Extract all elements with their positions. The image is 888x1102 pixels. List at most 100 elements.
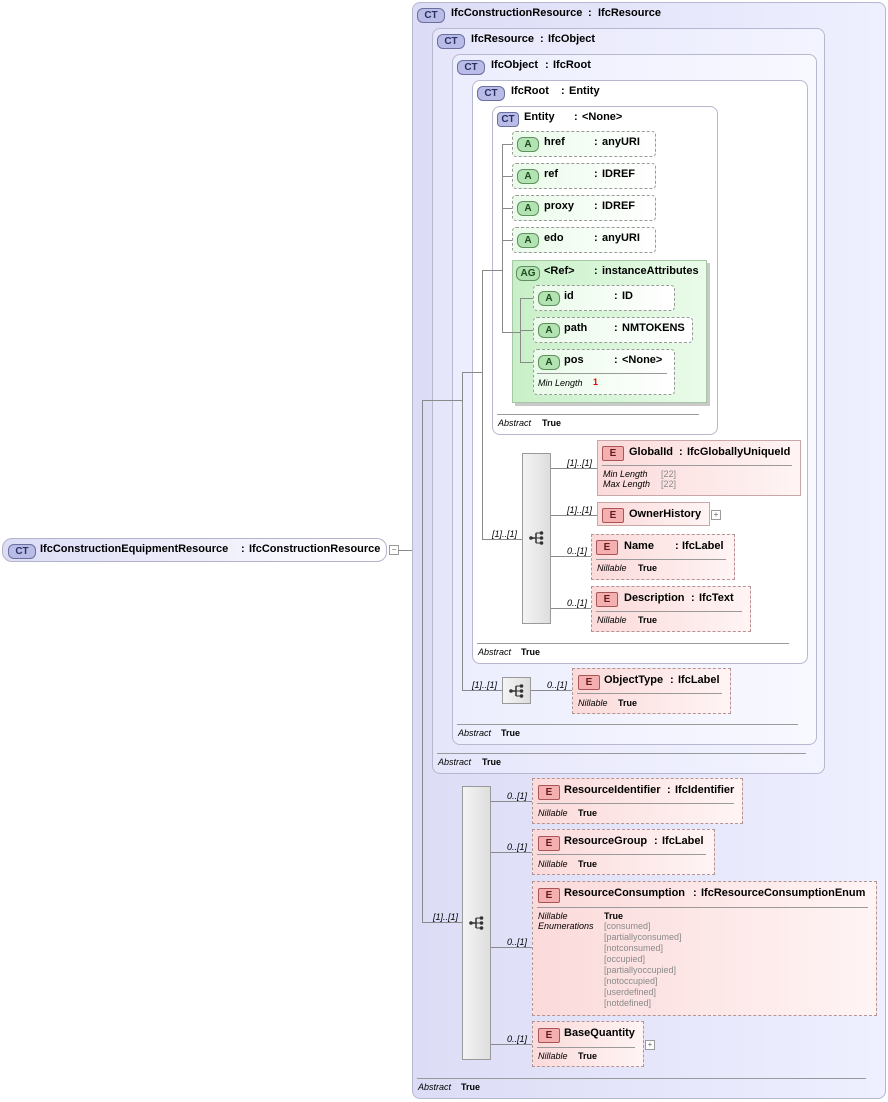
nillable-value: True bbox=[604, 911, 624, 921]
occurrence-label: 0..[1] bbox=[507, 842, 528, 852]
root-element-name: IfcConstructionEquipmentResource bbox=[40, 543, 229, 555]
occurrence-label: 0..[1] bbox=[507, 1034, 528, 1044]
abstract-label: Abstract bbox=[498, 418, 532, 428]
enumerations-label: Enumerations bbox=[538, 921, 594, 931]
facet-value: 1 bbox=[593, 377, 599, 387]
connector bbox=[502, 332, 520, 333]
attribute-name: href bbox=[544, 136, 565, 148]
element-name: Description bbox=[624, 592, 685, 604]
root-element-colon: : bbox=[241, 543, 245, 555]
connector bbox=[482, 539, 522, 540]
nillable-value: True bbox=[638, 563, 658, 573]
attribute-type: NMTOKENS bbox=[622, 322, 685, 334]
type-base: Entity bbox=[569, 85, 600, 97]
abstract-label: Abstract bbox=[438, 757, 472, 767]
connector bbox=[491, 852, 532, 853]
type-name: IfcConstructionResource bbox=[451, 7, 583, 19]
element-colon: : bbox=[667, 784, 671, 796]
type-name: IfcResource bbox=[471, 33, 534, 45]
element-resourcegroup[interactable] bbox=[532, 829, 715, 875]
separator bbox=[497, 414, 699, 415]
connector bbox=[502, 208, 512, 209]
facet-label: Min Length bbox=[603, 469, 648, 479]
occurrence-label: 0..[1] bbox=[567, 546, 588, 556]
connector bbox=[422, 922, 462, 923]
nillable-value: True bbox=[578, 1051, 598, 1061]
type-name: IfcRoot bbox=[511, 85, 549, 97]
connector bbox=[551, 468, 597, 469]
nillable-value: True bbox=[638, 615, 658, 625]
attribute-group-type: instanceAttributes bbox=[602, 265, 699, 277]
complex-type-icon: CT bbox=[417, 8, 445, 23]
attribute-icon: A bbox=[538, 291, 560, 306]
element-name: ResourceConsumption bbox=[564, 887, 686, 899]
attribute-type: <None> bbox=[622, 354, 663, 366]
element-colon: : bbox=[654, 835, 658, 847]
enum-value: [notdefined] bbox=[604, 998, 652, 1008]
sequence-icon bbox=[509, 683, 525, 699]
occurrence-label: [1]..[1] bbox=[433, 912, 459, 922]
attribute-name: pos bbox=[564, 354, 584, 366]
occurrence-label: [1]..[1] bbox=[492, 529, 518, 539]
nillable-label: Nillable bbox=[597, 615, 627, 625]
element-icon: E bbox=[602, 446, 624, 461]
expand-icon[interactable]: + bbox=[711, 510, 721, 520]
occurrence-label: 0..[1] bbox=[567, 598, 588, 608]
abstract-value: True bbox=[482, 757, 502, 767]
attribute-icon: A bbox=[517, 201, 539, 216]
type-colon: : bbox=[574, 111, 578, 123]
enum-value: [notconsumed] bbox=[604, 943, 664, 953]
element-type: IfcLabel bbox=[682, 540, 724, 552]
element-name: ResourceGroup bbox=[564, 835, 648, 847]
attribute-type: anyURI bbox=[602, 136, 640, 148]
attribute-name: proxy bbox=[544, 200, 574, 212]
abstract-value: True bbox=[542, 418, 562, 428]
element-type: IfcIdentifier bbox=[675, 784, 735, 796]
nillable-label: Nillable bbox=[538, 1051, 568, 1061]
connector bbox=[462, 372, 482, 373]
complex-type-icon: CT bbox=[457, 60, 485, 75]
separator bbox=[417, 1078, 866, 1079]
root-element-box[interactable]: CT IfcConstructionEquipmentResource : If… bbox=[2, 538, 387, 562]
connector bbox=[462, 372, 463, 690]
connector bbox=[520, 298, 533, 299]
element-name: OwnerHistory bbox=[629, 508, 702, 520]
nillable-label: Nillable bbox=[578, 698, 608, 708]
separator bbox=[537, 373, 667, 374]
element-resourceconsumption[interactable] bbox=[532, 881, 877, 1016]
complex-type-icon: CT bbox=[8, 544, 36, 559]
element-icon: E bbox=[578, 675, 600, 690]
type-base: <None> bbox=[582, 111, 623, 123]
element-type: IfcText bbox=[699, 592, 734, 604]
separator bbox=[537, 803, 734, 804]
expand-icon[interactable]: + bbox=[645, 1040, 655, 1050]
element-name: Name bbox=[624, 540, 654, 552]
element-type: IfcLabel bbox=[678, 674, 720, 686]
facet-label: Max Length bbox=[603, 479, 651, 489]
connector bbox=[520, 330, 533, 331]
occurrence-label: 0..[1] bbox=[507, 937, 528, 947]
separator bbox=[602, 465, 792, 466]
element-colon: : bbox=[675, 540, 679, 552]
connector bbox=[398, 550, 422, 551]
connector bbox=[531, 690, 572, 691]
type-base: IfcObject bbox=[548, 33, 596, 45]
connector bbox=[462, 690, 502, 691]
type-colon: : bbox=[561, 85, 565, 97]
element-icon: E bbox=[538, 1028, 560, 1043]
separator bbox=[457, 724, 798, 725]
element-icon: E bbox=[538, 836, 560, 851]
element-name: ObjectType bbox=[604, 674, 664, 686]
element-icon: E bbox=[538, 888, 560, 903]
type-colon: : bbox=[588, 7, 592, 19]
attribute-type: anyURI bbox=[602, 232, 640, 244]
attribute-name: edo bbox=[544, 232, 564, 244]
type-colon: : bbox=[545, 59, 549, 71]
element-globalid[interactable] bbox=[597, 440, 801, 496]
nillable-value: True bbox=[578, 859, 598, 869]
connector bbox=[551, 515, 597, 516]
occurrence-label: [1]..[1] bbox=[567, 505, 593, 515]
attribute-name: path bbox=[564, 322, 588, 334]
separator bbox=[537, 1047, 635, 1048]
element-resourceidentifier[interactable] bbox=[532, 778, 743, 824]
